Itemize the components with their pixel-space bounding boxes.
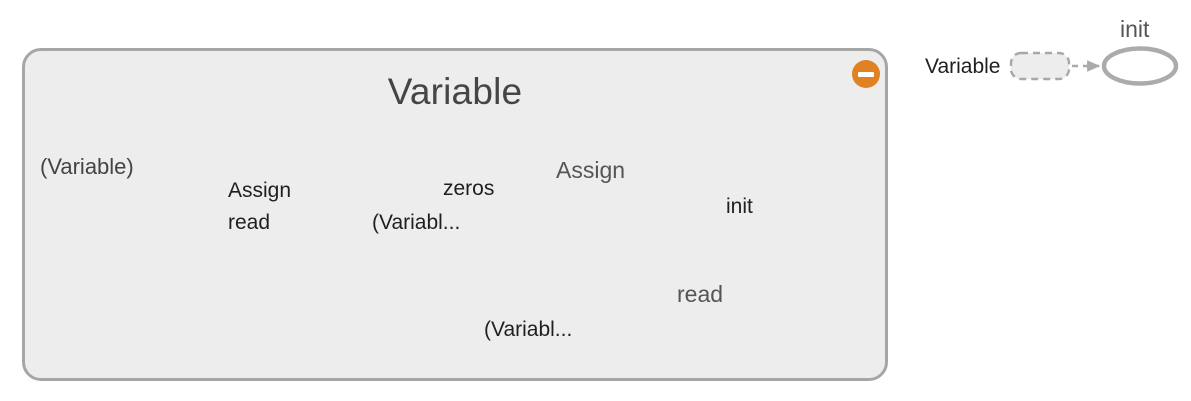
label-assign-op: Assign — [556, 157, 626, 183]
label-assign-stub-left: Assign — [228, 179, 292, 202]
collapse-group-button[interactable] — [852, 60, 880, 88]
group-container-variable[interactable]: Variable — [22, 48, 888, 381]
label-read-stub-left: read — [228, 211, 271, 234]
label-variable-stub-read: (Variabl... — [484, 318, 573, 341]
group-title: Variable — [387, 71, 523, 112]
label-variable-stub-assign: (Variabl... — [372, 211, 461, 234]
label-init-stub: init — [726, 195, 753, 218]
node-variable-collapsed[interactable] — [1009, 51, 1071, 81]
label-read-op: read — [677, 281, 724, 307]
label-variable-collapsed: Variable — [925, 55, 1001, 78]
label-zeros: zeros — [443, 177, 495, 200]
label-variable-ref: (Variable) — [40, 154, 134, 179]
minus-icon — [858, 71, 874, 77]
node-init-op[interactable] — [1101, 46, 1179, 86]
label-init-op: init — [1120, 16, 1150, 42]
